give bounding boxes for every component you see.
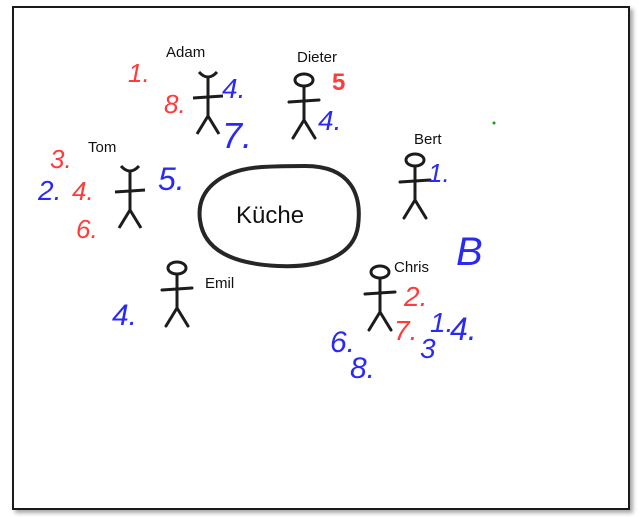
chris-mark-blue-4: 4. xyxy=(450,311,477,347)
emil-figure xyxy=(160,260,194,328)
adam-mark-blue-4: 4. xyxy=(222,73,245,104)
dieter-name: Dieter xyxy=(297,49,337,66)
dieter-mark-blue-4: 4. xyxy=(318,105,341,136)
adam-mark-red-1: 1. xyxy=(128,58,150,88)
chris-mark-blue-6: 6. xyxy=(330,326,355,359)
dieter-figure xyxy=(287,72,321,140)
kitchen-outline xyxy=(197,164,361,269)
green-dot xyxy=(492,121,496,125)
adam-mark-blue-7: 7. xyxy=(222,115,252,156)
tom-mark-blue-2: 2. xyxy=(37,175,61,206)
tom-mark-blue-5: 5. xyxy=(158,161,185,197)
bert-mark-blue-1: 1. xyxy=(428,158,450,188)
tom-mark-red-6: 6. xyxy=(76,214,98,244)
adam-figure xyxy=(192,70,224,135)
person-dieter: Dieter 5 4. xyxy=(287,49,345,140)
chris-mark-blue-3: 3 xyxy=(420,333,436,364)
emil-name: Emil xyxy=(205,275,234,292)
dieter-mark-red-5: 5 xyxy=(332,69,345,96)
person-emil: Emil 4. xyxy=(112,260,234,332)
emil-mark-blue-4: 4. xyxy=(112,299,137,332)
tom-figure xyxy=(114,164,146,229)
chris-mark-red-7: 7. xyxy=(394,315,417,346)
tom-mark-red-3: 3. xyxy=(50,144,72,174)
adam-name: Adam xyxy=(166,44,205,61)
chris-mark-blue-8: 8. xyxy=(350,352,375,385)
person-tom: Tom 3. 2. 4. 6. 5. xyxy=(37,139,185,244)
bert-figure xyxy=(398,152,432,220)
chris-figure xyxy=(363,264,397,332)
person-chris: Chris 2. 1. 4. 7. 3 6. 8. xyxy=(330,259,477,385)
person-adam: Adam 1. 8. 4. 7. xyxy=(128,44,252,156)
tom-name: Tom xyxy=(88,139,116,156)
chris-name: Chris xyxy=(394,259,429,276)
tom-mark-red-4: 4. xyxy=(72,176,94,206)
bert-mark-blue-B: B xyxy=(456,230,483,274)
chris-mark-blue-1: 1. xyxy=(430,307,453,338)
person-bert: Bert 1. B xyxy=(398,121,496,274)
adam-mark-red-8: 8. xyxy=(164,89,186,119)
bert-name: Bert xyxy=(414,131,442,148)
kitchen-label: Küche xyxy=(236,202,304,229)
whiteboard-frame xyxy=(12,6,630,510)
chris-mark-red-2: 2. xyxy=(403,281,427,312)
